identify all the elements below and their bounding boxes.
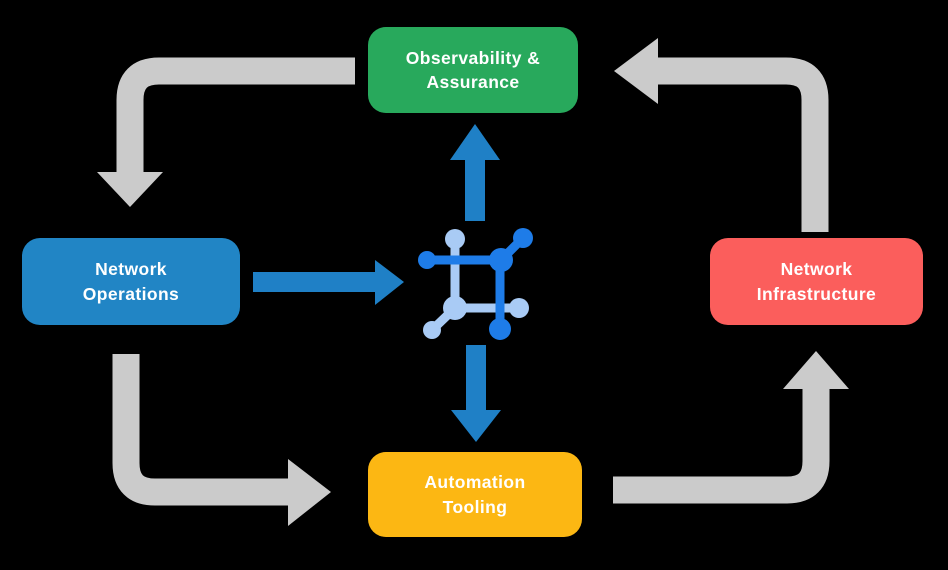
network-fabric-icon: [418, 228, 533, 340]
arrow-center-to-observability: [450, 124, 500, 221]
arrow-infrastructure-to-observability: [614, 38, 829, 232]
arrow-operations-to-tooling: [112, 354, 331, 526]
arrow-center-to-tooling: [451, 345, 501, 442]
node-infrastructure-label-line1: Network: [780, 259, 853, 279]
node-tooling-label-line2: Tooling: [442, 496, 508, 517]
node-observability: Observability & Assurance: [368, 27, 578, 113]
node-observability-label-line2: Assurance: [426, 72, 520, 92]
arrow-observability-to-operations: [97, 57, 355, 207]
node-tooling: Automation Tooling: [368, 452, 582, 537]
node-infrastructure-label-line2: Infrastructure: [756, 283, 877, 304]
arrow-operations-to-center: [253, 260, 404, 305]
arrow-tooling-to-infrastructure: [613, 351, 849, 504]
node-operations: Network Operations: [22, 238, 240, 325]
node-operations-label-line2: Operations: [82, 283, 180, 304]
node-observability-label-line1: Observability &: [405, 47, 541, 68]
node-operations-label-line1: Network: [95, 259, 167, 279]
node-infrastructure: Network Infrastructure: [710, 238, 923, 325]
node-tooling-label-line1: Automation: [424, 472, 526, 492]
